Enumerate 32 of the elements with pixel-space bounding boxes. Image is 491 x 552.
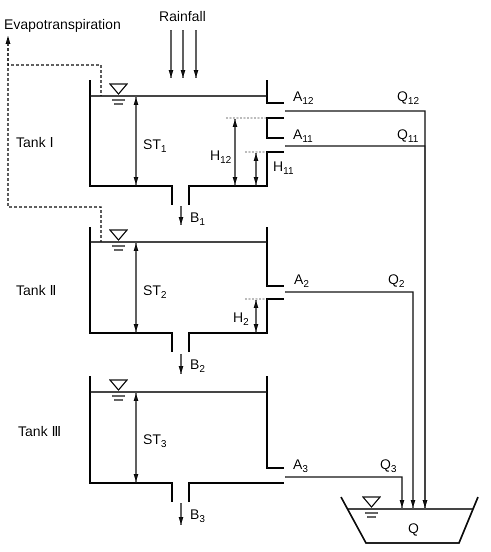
dimension-label: H$_{12}$ [210, 147, 232, 163]
edge-label: Q$_{3}$ [380, 456, 396, 472]
outlet-label: A$_{2}$ [294, 271, 309, 287]
dimension-label: ST$_{1}$ [143, 136, 166, 152]
tank-label: Tank Ⅲ [18, 423, 62, 439]
tank-label: Tank Ⅰ [16, 134, 54, 150]
edge-label: Q$_{2}$ [388, 271, 404, 287]
arrow [178, 503, 184, 525]
edge-label: Q$_{11}$ [397, 126, 418, 142]
basin-label: Q [408, 520, 419, 536]
dimension-label: H$_{11}$ [273, 158, 294, 174]
edge-label: B$_{2}$ [190, 356, 205, 372]
edge-label: B$_{1}$ [190, 209, 205, 225]
dashed-arrow [6, 36, 102, 242]
arrow [168, 30, 174, 78]
edge-label: Q$_{12}$ [397, 88, 420, 104]
arrow [178, 354, 184, 374]
arrow [178, 206, 184, 225]
dimension-label: ST$_{2}$ [143, 282, 166, 298]
arrow [194, 30, 198, 78]
edge-label: B$_{3}$ [190, 506, 205, 522]
outlet-label: A$_{11}$ [293, 126, 313, 142]
dimension-label: H$_{2}$ [233, 309, 249, 325]
outlet-label: A$_{3}$ [293, 456, 308, 472]
arrow [285, 291, 416, 508]
tank-label: Tank Ⅱ [16, 282, 56, 298]
arrow [180, 30, 186, 78]
flux-label: Evapotranspiration [4, 16, 121, 32]
dimension-label: ST$_{3}$ [143, 431, 166, 447]
arrow [285, 476, 404, 508]
outlet-label: A$_{12}$ [293, 88, 314, 104]
flux-label: Rainfall [159, 8, 206, 24]
